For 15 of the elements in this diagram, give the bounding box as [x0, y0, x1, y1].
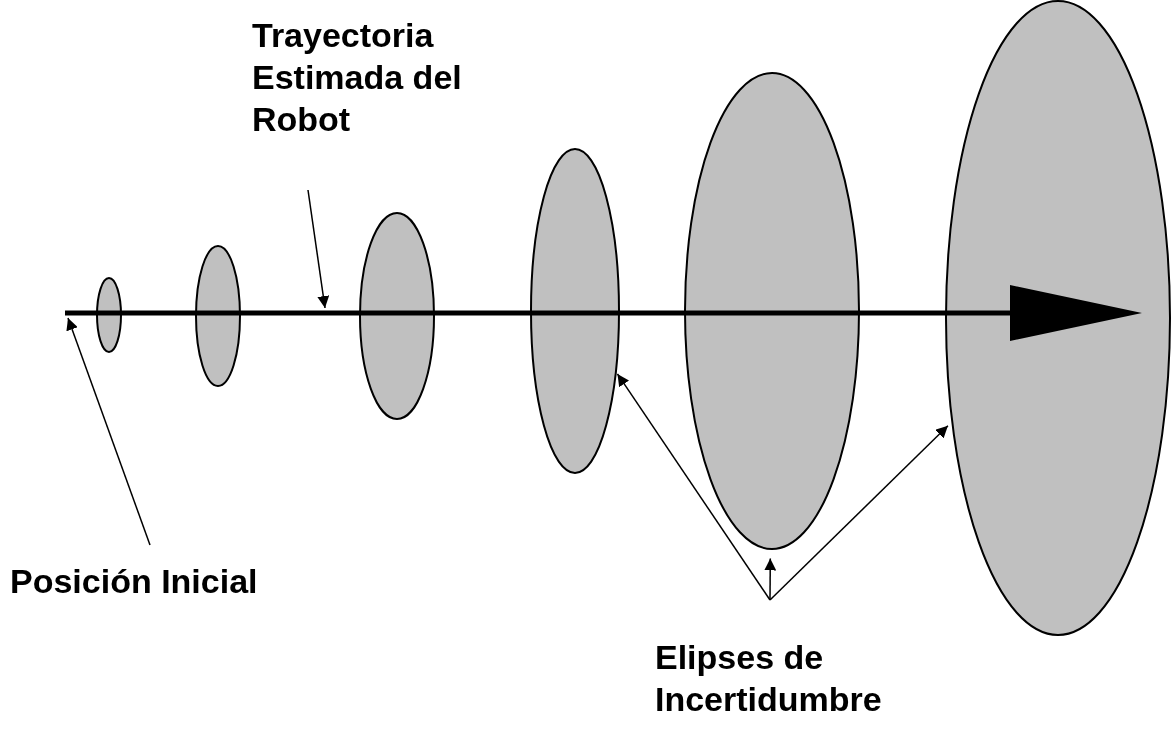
uncertainty-ellipse [96, 277, 122, 353]
callout-text: Posición Inicial [10, 560, 350, 602]
uncertainty-ellipse [530, 148, 620, 474]
leader-line [616, 373, 771, 601]
uncertainty-ellipse [684, 72, 860, 550]
callout-text: Elipses de Incertidumbre [655, 636, 895, 720]
uncertainty-ellipse [359, 212, 435, 420]
uncertainty-ellipse [945, 0, 1171, 636]
leader-line [66, 317, 151, 546]
uncertainty-ellipse [195, 245, 241, 387]
leader-line [764, 557, 777, 601]
leader-line [307, 189, 330, 309]
trajectory-arrow [65, 285, 1142, 341]
leader-line [769, 425, 949, 601]
callout-text: Trayectoria Estimada del Robot [252, 14, 482, 140]
